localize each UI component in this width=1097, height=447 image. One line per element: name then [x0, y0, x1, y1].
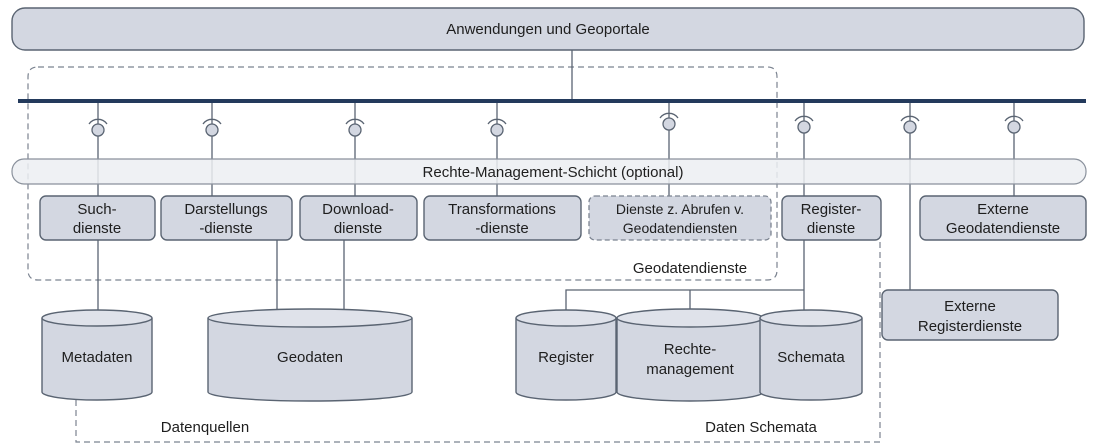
metadata-store[interactable]: Metadaten	[41, 309, 153, 401]
rights-management-layer[interactable]	[11, 158, 1087, 185]
interface-icon	[88, 118, 108, 137]
service-label-line2: dienste	[73, 220, 121, 237]
service-box-view[interactable]: Darstellungs -dienste	[160, 195, 293, 241]
interface-icon	[487, 118, 507, 137]
interface-symbols	[88, 112, 1024, 137]
service-label-line2: Geodatendienste	[946, 220, 1060, 237]
service-label-line1: Darstellungs	[184, 201, 267, 218]
service-label-line1: Dienste z. Abrufen v.	[616, 201, 744, 217]
geodata-services-group	[27, 66, 778, 281]
schemas-store-label: Schemata	[777, 349, 845, 366]
data-connectors	[97, 240, 805, 318]
metadata-store-label: Metadaten	[62, 349, 133, 366]
registry-store-label: Register	[538, 349, 594, 366]
service-label-line1: Register-	[801, 201, 862, 218]
service-label-line2: dienste	[334, 220, 382, 237]
geodata-store[interactable]: Geodaten	[207, 308, 413, 402]
rights-store-line2: management	[646, 361, 734, 378]
service-box-external-geodata[interactable]: Externe Geodatendienste	[919, 195, 1087, 241]
interface-icon	[1004, 115, 1024, 134]
service-label-line1: Transformations	[448, 201, 556, 218]
service-box-registry[interactable]: Register- dienste	[781, 195, 882, 241]
service-box-download[interactable]: Download- dienste	[299, 195, 418, 241]
rights-management-label: Rechte-Management-Schicht (optional)	[423, 164, 684, 181]
geodata-store-label: Geodaten	[277, 349, 343, 366]
external-registry-box[interactable]: Externe Registerdienste	[881, 289, 1059, 341]
service-label-line1: Externe	[977, 201, 1029, 218]
interface-icon	[794, 115, 814, 134]
schemas-store[interactable]: Schemata	[759, 309, 863, 401]
data-sources-group	[75, 240, 881, 443]
service-label-line2: dienste	[807, 220, 855, 237]
service-box-invoke[interactable]: Dienste z. Abrufen v. Geodatendiensten	[588, 195, 772, 241]
applications-bar[interactable]	[11, 7, 1085, 51]
rights-store[interactable]: Rechte- management	[616, 308, 764, 402]
interface-icon	[345, 118, 365, 137]
data-sources-label: Datenquellen	[161, 419, 249, 436]
geodata-services-label: Geodatendienste	[633, 260, 747, 277]
service-label-line2: Geodatendiensten	[623, 220, 737, 236]
external-registry-line2: Registerdienste	[918, 318, 1022, 335]
service-box-transformation[interactable]: Transformations -dienste	[423, 195, 582, 241]
service-label-line1: Download-	[322, 201, 394, 218]
service-box-search[interactable]: Such- dienste	[39, 195, 156, 241]
rights-store-line1: Rechte-	[664, 341, 717, 358]
registry-store[interactable]: Register	[515, 309, 617, 401]
external-registry-line1: Externe	[944, 298, 996, 315]
service-label-line2: -dienste	[475, 220, 528, 237]
data-schemas-label: Daten Schemata	[705, 419, 817, 436]
interface-icon	[202, 118, 222, 137]
applications-bar-label: Anwendungen und Geoportale	[446, 21, 650, 38]
interface-icon	[900, 115, 920, 134]
service-label-line2: -dienste	[199, 220, 252, 237]
interface-icon	[659, 112, 679, 131]
service-label-line1: Such-	[77, 201, 116, 218]
